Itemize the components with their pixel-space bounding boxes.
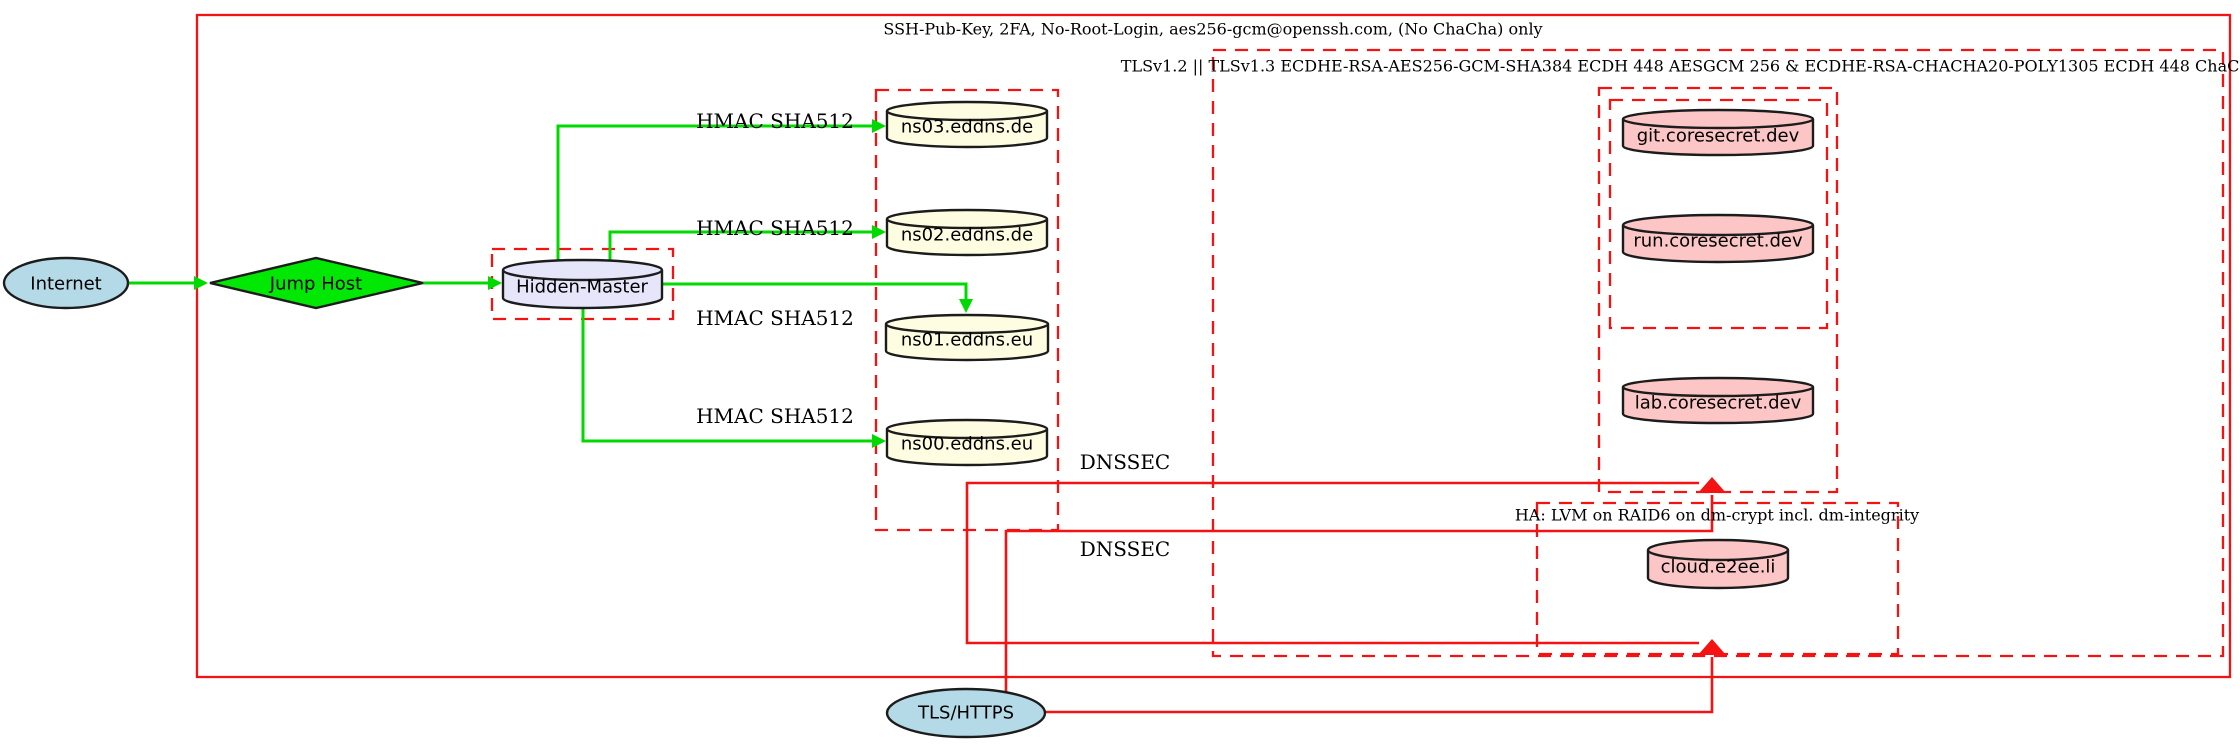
arrowhead-hiddenmaster — [488, 276, 502, 290]
ns01-node — [884, 313, 1050, 362]
edge-hiddenmaster-ns00 — [581, 308, 872, 443]
jump-host-node — [209, 256, 424, 310]
arrowhead-jumphost — [194, 276, 208, 290]
cloud-node-lid — [1646, 549, 1790, 562]
hidden-master-node-label: Hidden-Master — [516, 276, 648, 298]
edge-label-dnssec-2: DNSSEC — [1079, 537, 1171, 561]
tls-cluster-box — [1211, 48, 2225, 658]
arrowhead-ns02 — [872, 225, 886, 239]
edge-label-hmac-ns01: HMAC SHA512 — [696, 306, 854, 330]
arrowhead-ns00 — [872, 434, 886, 448]
ns01-node-label: ns01.eddns.eu — [900, 329, 1034, 351]
ssh-cluster-label: SSH-Pub-Key, 2FA, No-Root-Login, aes256-… — [883, 19, 1543, 39]
tls-https-node-label: TLS/HTTPS — [917, 702, 1015, 724]
jump-host-node-label: Jump Host — [269, 273, 363, 295]
git-node-label: git.coresecret.dev — [1636, 125, 1800, 147]
ns01-node-lid — [884, 323, 1050, 335]
ha-cluster-label: HA: LVM on RAID6 on dm-crypt incl. dm-in… — [1514, 505, 1920, 525]
run-node-lid — [1621, 224, 1815, 237]
git-node-lid — [1621, 118, 1815, 130]
edge-hiddenmaster-ns03 — [556, 124, 872, 260]
arrowhead-ns03 — [872, 119, 886, 133]
run-node — [1621, 213, 1815, 264]
cloud-node-label: cloud.e2ee.li — [1660, 556, 1776, 578]
ns03-node-lid — [885, 110, 1049, 122]
arrowhead-ns01 — [959, 299, 973, 313]
tls-cluster-label: TLSv1.2 || TLSv1.3 ECDHE-RSA-AES256-GCM-… — [1120, 56, 2240, 76]
tls-https-node — [885, 687, 1047, 739]
edge-label-dnssec-1: DNSSEC — [1079, 450, 1171, 474]
ns02-node-lid — [885, 218, 1049, 230]
edge-label-hmac-ns00: HMAC SHA512 — [696, 404, 854, 428]
ns03-node — [885, 100, 1049, 149]
edge-hiddenmaster-ns02 — [608, 230, 872, 260]
edge-hiddenmaster-ns01 — [662, 282, 968, 299]
coresecret-inner-cluster-box — [1608, 98, 1829, 330]
edge-label-hmac-ns03: HMAC SHA512 — [696, 109, 854, 133]
lab-node-label: lab.coresecret.dev — [1634, 392, 1802, 414]
edge-tlshttps-ha — [1045, 657, 1714, 714]
arrowhead-coresecret-cluster — [1698, 477, 1726, 493]
arrowhead-ha-cluster — [1698, 639, 1726, 655]
cloud-node — [1646, 538, 1790, 590]
edge-dnssec-routes — [965, 481, 1699, 645]
internet-node-label: Internet — [30, 273, 102, 295]
lab-node-lid — [1621, 386, 1815, 398]
lab-node — [1621, 376, 1815, 425]
ns00-node-label: ns00.eddns.eu — [900, 433, 1034, 455]
ns02-node-label: ns02.eddns.de — [900, 224, 1034, 246]
edge-label-hmac-ns02: HMAC SHA512 — [696, 216, 854, 240]
ns03-node-label: ns03.eddns.de — [900, 116, 1034, 138]
run-node-label: run.coresecret.dev — [1633, 230, 1803, 252]
ssh-cluster-box — [195, 13, 2232, 679]
edge-tlshttps-coresecret — [1004, 495, 1714, 692]
git-node — [1621, 108, 1815, 157]
ns02-node — [885, 208, 1049, 257]
internet-node — [2, 256, 130, 310]
hidden-master-node — [501, 258, 664, 310]
ns00-node — [885, 418, 1049, 467]
ns00-node-lid — [885, 428, 1049, 440]
hidden-master-node-lid — [501, 269, 664, 282]
